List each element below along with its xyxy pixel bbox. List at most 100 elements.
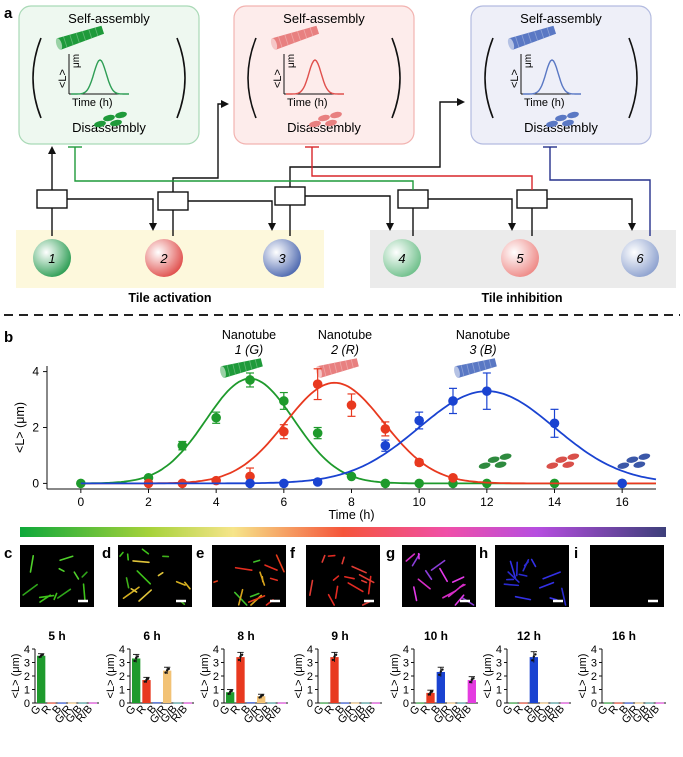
mini-plot-x-label: Time (h) (72, 97, 113, 109)
nanotube-ring (75, 32, 80, 44)
y-tick-label: 4 (24, 644, 30, 656)
replicate-point (469, 680, 472, 684)
nanotube-ring (232, 363, 236, 375)
bar (246, 702, 255, 704)
replicate-point (164, 671, 167, 674)
nanotube-filament (59, 555, 74, 562)
nanotube-filament (125, 577, 130, 589)
disassembly-label: Disassembly (287, 120, 361, 135)
mini-plot-y-unit: μm (286, 54, 297, 68)
replicate-point (237, 658, 241, 662)
tile-icon (309, 120, 321, 128)
tile-icon (633, 461, 646, 468)
bar (340, 702, 349, 704)
data-point (346, 400, 357, 410)
nanotube-filament (442, 590, 457, 599)
nanotube-ring (297, 31, 301, 41)
circle-6: 6 (621, 239, 659, 277)
replicate-point (532, 655, 536, 658)
y-axis-label: <L> (μm) (389, 654, 401, 699)
bar (152, 702, 161, 704)
bar (560, 702, 569, 704)
y-tick-label: 4 (307, 644, 313, 656)
bar-chart-title: 12 h (517, 629, 541, 643)
circle-shape (33, 239, 71, 277)
nanotube-filament (275, 554, 285, 573)
data-point (346, 471, 357, 482)
tile-icon (562, 119, 574, 127)
tile-icon (494, 461, 507, 468)
nanotube-filament (237, 588, 244, 606)
network-lines (36, 98, 636, 236)
bar (645, 702, 654, 704)
replicate-point (531, 659, 534, 662)
nanotube-title: Nanotube (222, 328, 276, 342)
bar (457, 702, 466, 704)
bar (226, 692, 235, 703)
y-tick-label: 0 (213, 698, 219, 710)
mini-plot-y-label: <L> (57, 69, 69, 88)
x-tick-label: 16 (615, 495, 629, 509)
nanotube-ring (466, 363, 470, 375)
nanotube-ring (515, 36, 520, 48)
replicate-point (334, 653, 338, 656)
bar (519, 702, 528, 704)
nanotube-icon (316, 358, 359, 378)
replicate-point (258, 696, 261, 699)
nanotube-filament (518, 573, 528, 577)
data-point (380, 424, 391, 434)
nanotube-icon (270, 25, 320, 50)
x-tick-label: 6 (280, 495, 287, 509)
bar (540, 702, 549, 704)
nanotube-ring (254, 359, 258, 369)
nanotube-filament (130, 588, 138, 593)
replicate-point (239, 655, 242, 658)
data-point (482, 386, 492, 396)
bar (624, 702, 633, 704)
tile-icon (546, 462, 559, 469)
y-tick-label: 2 (24, 671, 30, 683)
y-tick-label: 1 (213, 685, 219, 697)
nanotube-filament (122, 586, 140, 600)
nanotube-filament (454, 594, 465, 606)
replicate-point (38, 655, 41, 659)
nanotube-filament (507, 571, 520, 583)
time-colorbar (20, 527, 666, 537)
micrograph-d (118, 545, 192, 607)
y-tick-label: 1 (496, 685, 502, 697)
nanotube-filament (234, 566, 253, 571)
nanotube-filament (514, 595, 532, 601)
nanotube-ring (339, 361, 343, 372)
nanotube-icon (55, 25, 105, 50)
nanotube-ring (333, 362, 338, 374)
replicate-point (136, 655, 139, 658)
self-assembly-label: Self-assembly (283, 11, 365, 26)
self-assembly-label: Self-assembly (68, 11, 150, 26)
nanotube-filament (73, 571, 80, 580)
nanotube-identity: 2 (R) (330, 343, 359, 357)
nanotube-filament (22, 583, 38, 596)
y-tick-label: 2 (403, 671, 409, 683)
panel-c-letter: c (4, 545, 12, 562)
bar (236, 657, 245, 703)
bar (163, 670, 172, 703)
data-point (312, 428, 323, 438)
nanotube-body (317, 358, 359, 378)
y-tick-label: 2 (496, 671, 502, 683)
tile-icon (555, 456, 568, 463)
data-point (245, 375, 255, 385)
nanotube-ring (243, 361, 247, 372)
nanotube-ring (322, 364, 327, 377)
y-tick-label: 2 (119, 671, 125, 683)
x-tick-label: 12 (480, 495, 494, 509)
tile-icon (567, 111, 579, 119)
micrograph-h (495, 545, 569, 607)
nanotube-filament (327, 593, 335, 606)
